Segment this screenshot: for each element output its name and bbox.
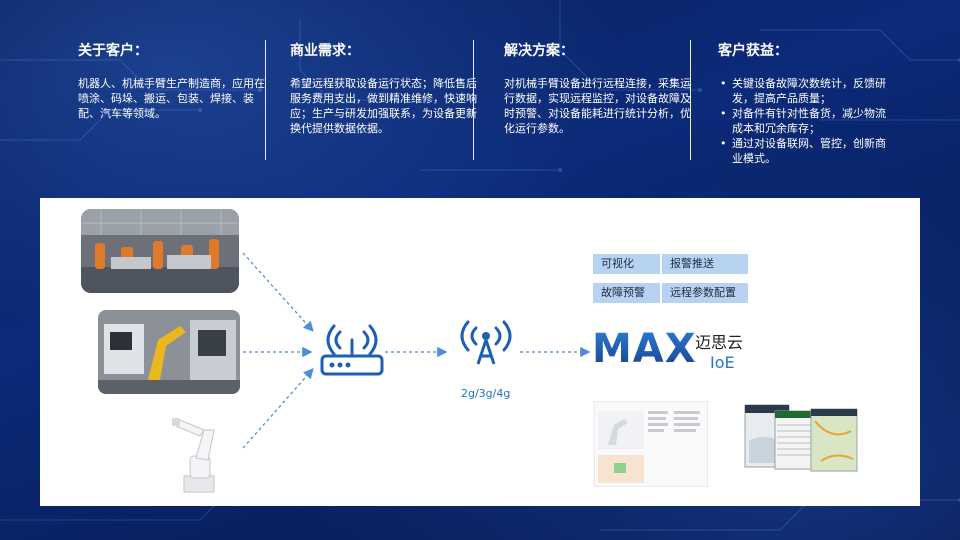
connection-arrows [242, 252, 591, 449]
factory-robot-line-photo [81, 209, 239, 293]
about-customer-column: 关于客户： 机器人、机械手臂生产制造商，应用在喷涂、码垛、搬运、包装、焊接、装配… [78, 40, 268, 121]
router-icon [320, 324, 384, 376]
about-customer-text: 机器人、机械手臂生产制造商，应用在喷涂、码垛、搬运、包装、焊接、装配、汽车等领域… [78, 77, 265, 120]
customer-benefits-column: 客户获益： 关键设备故障次数统计，反馈研发，提高产品质量； 对备件有针对性备货，… [718, 40, 888, 166]
feature-tag-alarm-push: 报警推送 [662, 254, 748, 274]
brand-name-en: IoE [710, 353, 735, 372]
column-divider [690, 40, 691, 160]
benefit-item: 关键设备故障次数统计，反馈研发，提高产品质量； [718, 76, 888, 106]
white-robot-arm-image [172, 418, 215, 493]
arrow-factory-to-router [242, 252, 314, 332]
benefit-item: 通过对设备联网、管控，创新商业模式。 [718, 136, 888, 166]
brand-name-cn: 迈思云 [695, 333, 744, 352]
max-logo-text: MAX [592, 326, 697, 372]
mobile-app-screenshot-thumbnail [744, 404, 858, 472]
feature-tag-visualization: 可视化 [593, 254, 660, 274]
column-divider [265, 40, 266, 160]
signal-tower-icon [460, 320, 512, 365]
dashboard-screenshot-thumbnail [594, 401, 708, 487]
solution-diagram-panel: 2g/3g/4g 可视化 报警推送 故障预警 远程参数配置 MAX 迈思云 Io… [40, 198, 920, 506]
column-divider [473, 40, 474, 160]
cnc-robot-cell-image [98, 310, 240, 394]
feature-tag-remote-config: 远程参数配置 [662, 283, 748, 303]
arrow-robot-to-router [242, 368, 314, 449]
benefits-list: 关键设备故障次数统计，反馈研发，提高产品质量； 对备件有针对性备货，减少物流成本… [718, 76, 888, 166]
solution-column: 解决方案： 对机械手臂设备进行远程连接，采集运行数据，实现远程监控，对设备故障及… [504, 40, 694, 136]
feature-tag-fault-warning: 故障预警 [593, 283, 660, 303]
benefit-item: 对备件有针对性备货，减少物流成本和冗余库存； [718, 106, 888, 136]
info-header: 关于客户： 机器人、机械手臂生产制造商，应用在喷涂、码垛、搬运、包装、焊接、装配… [0, 0, 960, 195]
max-logo: MAX [592, 326, 697, 372]
cnc-robot-cell-photo [98, 310, 240, 394]
about-customer-title: 关于客户： [78, 43, 148, 59]
business-needs-title: 商业需求： [290, 43, 360, 59]
customer-benefits-title: 客户获益： [718, 43, 788, 59]
business-needs-text: 希望远程获取设备运行状态；降低售后服务费用支出，做到精准维修，快速响应；生产与研… [290, 77, 477, 135]
solution-title: 解决方案： [504, 43, 574, 59]
network-type-label: 2g/3g/4g [461, 387, 511, 400]
factory-robot-line-image [81, 209, 239, 293]
solution-text: 对机械手臂设备进行远程连接，采集运行数据，实现远程监控，对设备故障及时预警、对设… [504, 77, 691, 135]
business-needs-column: 商业需求： 希望远程获取设备运行状态；降低售后服务费用支出，做到精准维修，快速响… [290, 40, 480, 136]
